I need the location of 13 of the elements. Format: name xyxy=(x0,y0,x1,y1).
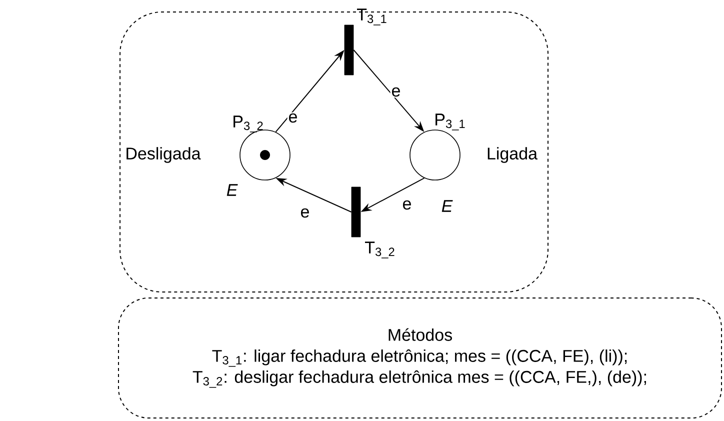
edge-label: e xyxy=(287,112,299,124)
place-label: P$_{3_1}$ xyxy=(436,114,465,130)
state-label: Desligada xyxy=(126,147,201,163)
place-label: P$_{3_2}$ xyxy=(234,116,263,132)
methods-box: Métodos T$_{3_1}$: ligar fechadura eletrônica; mes = ((CCA, FE), (li)); T$_{3_2}$: desligar fechadura eletrônica mes = ((CCA, FE,), (de)); xyxy=(118,298,722,418)
expression-label: E xyxy=(226,184,238,196)
edge-label: e xyxy=(401,199,413,211)
expression-label: E xyxy=(442,200,453,212)
edge-label: e xyxy=(299,207,311,219)
state-label: Ligada xyxy=(488,147,538,163)
transition-label: T$_{3_2}$ xyxy=(365,242,394,258)
transition-label: T$_{3_1}$ xyxy=(357,8,386,26)
edge-label: e xyxy=(390,86,402,98)
